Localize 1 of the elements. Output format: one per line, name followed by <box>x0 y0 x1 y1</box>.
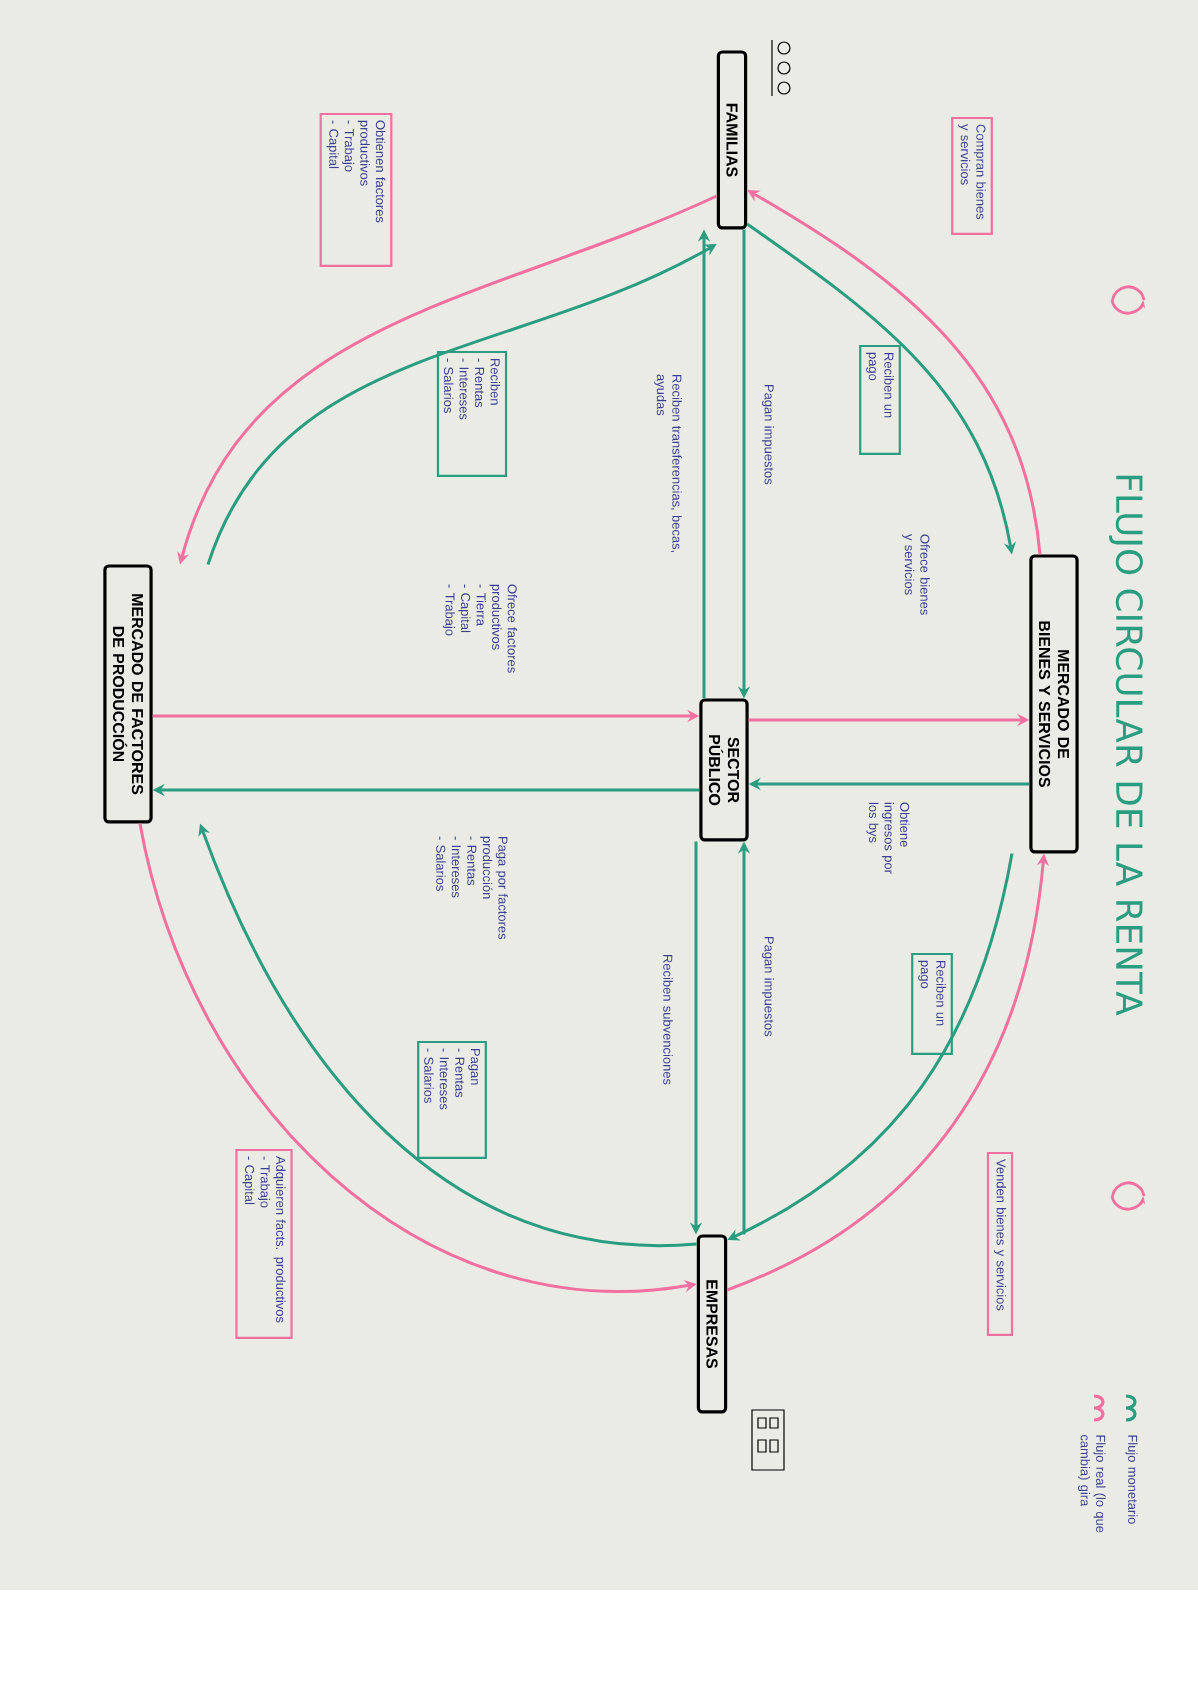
title: FLUJO CIRCULAR DE LA RENTA <box>1109 475 1143 1016</box>
